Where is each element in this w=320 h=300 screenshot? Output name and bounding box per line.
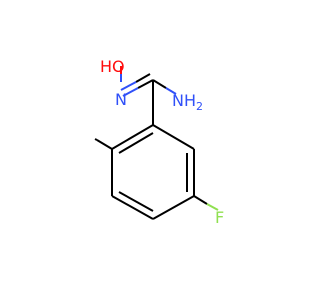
methyl-bond-end	[94, 138, 98, 141]
hydroxyl-o: O	[112, 57, 125, 76]
ring-bond-c6-c1	[111, 124, 154, 150]
amine-h: H	[184, 91, 196, 110]
bonds	[94, 66, 219, 220]
hydroxyl-label: HO	[100, 57, 125, 76]
ring-bond-c4-c5	[111, 195, 154, 220]
amine-n: N	[172, 91, 184, 110]
c-f-bond	[193, 195, 208, 205]
amidine-c-nh2-bond	[152, 79, 167, 89]
amidine-cn-double-bond-b	[135, 73, 151, 83]
structure-canvas: HO N NH2 F	[94, 57, 225, 227]
imine-nitrogen: N	[115, 90, 127, 109]
amine-h-subscript: 2	[196, 100, 203, 113]
molecule-structure: HO N NH2 F	[94, 57, 224, 227]
amidine-cn-double-bond-b-n	[120, 81, 137, 91]
hydroxyl-h: H	[100, 57, 112, 76]
methyl-bond	[96, 139, 113, 150]
amine-label: NH2	[172, 91, 203, 113]
amidine-cn-double-bond-a-n	[122, 87, 139, 97]
amidine-cn-double-bond-a	[137, 79, 154, 89]
ring-bond-c1-c2	[152, 124, 195, 150]
ring-bond-c4-c5-inner	[118, 191, 154, 212]
c-f-bond-f	[206, 203, 219, 211]
atom-labels: HO N NH2 F	[100, 57, 224, 227]
amidine-c-nh2-bond-n	[165, 87, 177, 95]
ring-bond-c6-c1-inner	[118, 132, 154, 154]
fluorine-atom: F	[215, 208, 224, 227]
ring-bond-c3-c4	[152, 195, 195, 220]
